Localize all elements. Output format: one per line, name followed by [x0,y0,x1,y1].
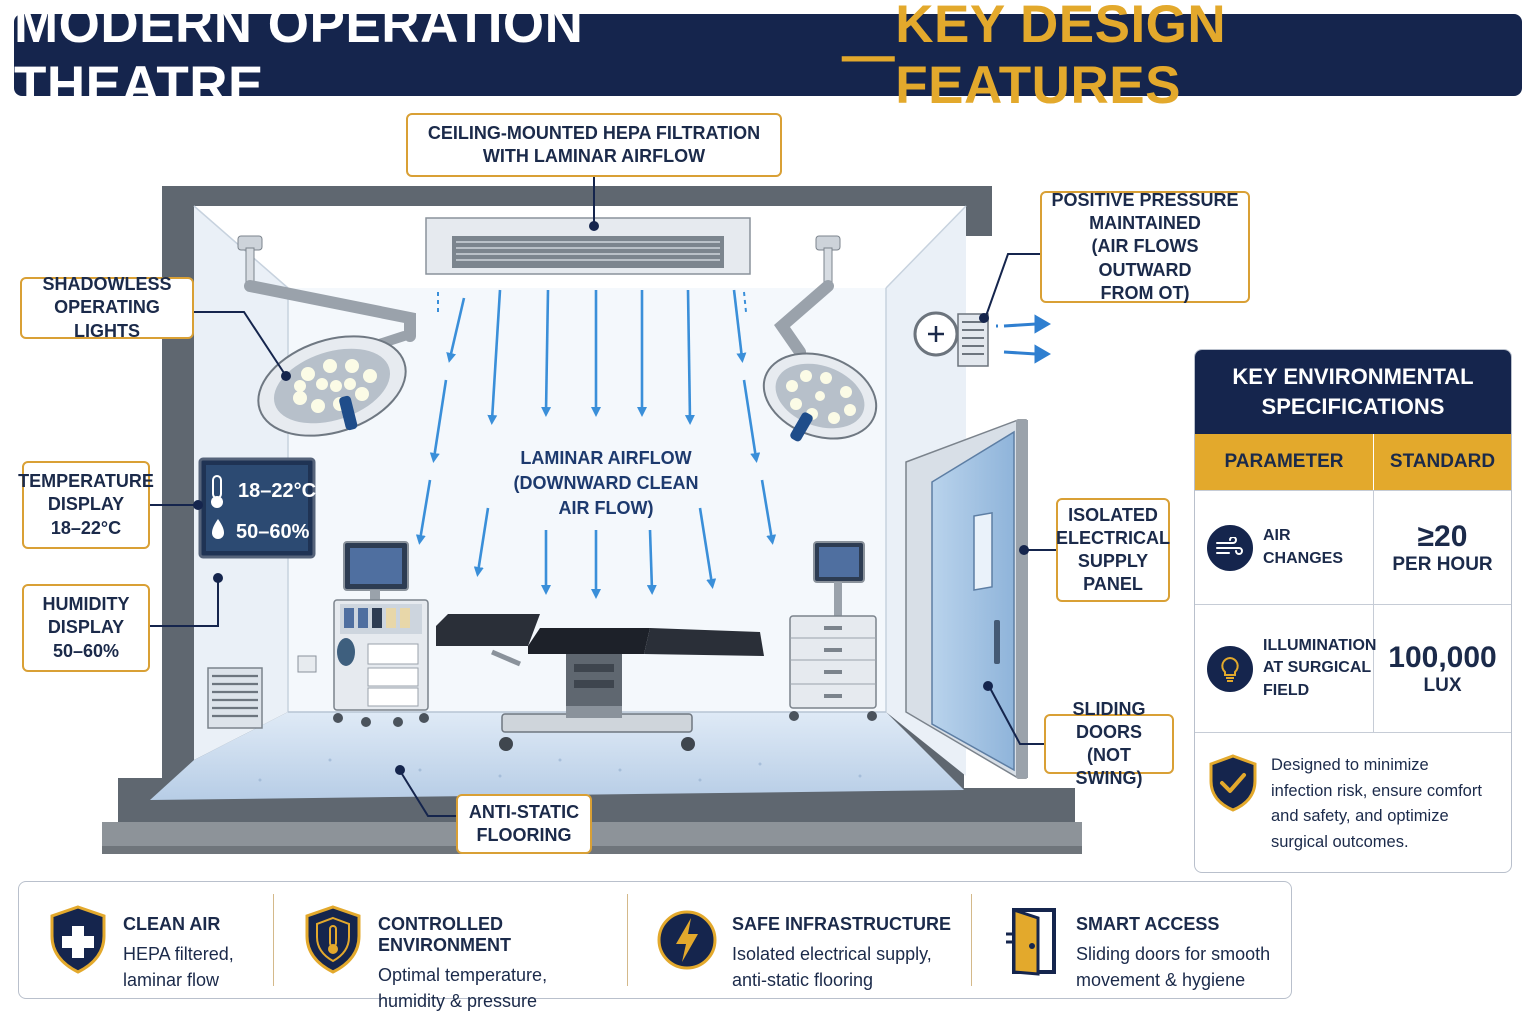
operating-table [436,614,764,751]
specs-column-headers: PARAMETER STANDARD [1195,434,1511,490]
operating-light-right [762,235,878,442]
specs-note: Designed to minimize infection risk, ens… [1195,732,1511,872]
column-standard: STANDARD [1389,451,1496,472]
monitor-cart [789,541,877,721]
feature-safe-infrastructure: SAFE INFRASTRUCTURE Isolated electrical … [627,894,971,990]
spec-row-air-changes: AIR CHANGES ≥20 PER HOUR [1195,490,1511,604]
shield-cross-icon [50,905,106,974]
air-changes-unit: PER HOUR [1392,553,1493,575]
airflow-icon [1207,524,1253,571]
lightning-icon [657,910,717,970]
column-parameter: PARAMETER [1195,434,1374,490]
floor [150,712,964,800]
wall-vent [207,667,263,729]
spec-row-illumination: ILLUMINATION AT SURGICAL FIELD 100,000 L… [1195,604,1511,732]
feature-controlled-environment: CONTROLLED ENVIRONMENT Optimal temperatu… [273,894,627,1011]
shield-check-icon [1209,754,1257,812]
feature-clean-air: CLEAN AIR HEPA filtered,laminar flow [19,894,273,990]
thermometer-icon [211,475,223,508]
droplet-icon [212,519,224,539]
monitor-humidity: 50–60% [236,521,310,543]
monitor-temperature: 18–22°C [238,480,317,502]
anesthesia-workstation [333,541,429,727]
callout-sliding-doors: SLIDING DOORS(NOT SWING) [1044,699,1174,788]
illumination-value: 100,000 [1388,640,1497,674]
laminar-airflow-label: LAMINAR AIRFLOW (DOWNWARD CLEAN AIR FLOW… [513,448,699,518]
illumination-unit: LUX [1423,674,1462,696]
shield-thermometer-icon [305,905,361,974]
door-icon [1006,907,1056,976]
title-main: MODERN OPERATION THEATRE [14,0,584,115]
wall-outlet [297,655,317,673]
outward-airflow-arrows [996,314,1051,364]
air-changes-value: ≥20 [1417,519,1468,553]
specs-panel: KEY ENVIRONMENTAL SPECIFICATIONS PARAMET… [1194,349,1512,873]
sliding-door [931,430,1015,772]
lightbulb-icon [1207,645,1253,692]
title-banner: MODERN OPERATION THEATRE — KEY DESIGN FE… [14,0,1522,115]
back-wall [288,288,886,712]
specs-title: KEY ENVIRONMENTAL SPECIFICATIONS [1195,350,1511,434]
operating-light-left [237,235,416,437]
features-bar: CLEAN AIR HEPA filtered,laminar flow CON… [18,881,1292,1011]
title-dash: — [841,25,896,85]
title-accent: KEY DESIGN FEATURES [895,0,1227,115]
